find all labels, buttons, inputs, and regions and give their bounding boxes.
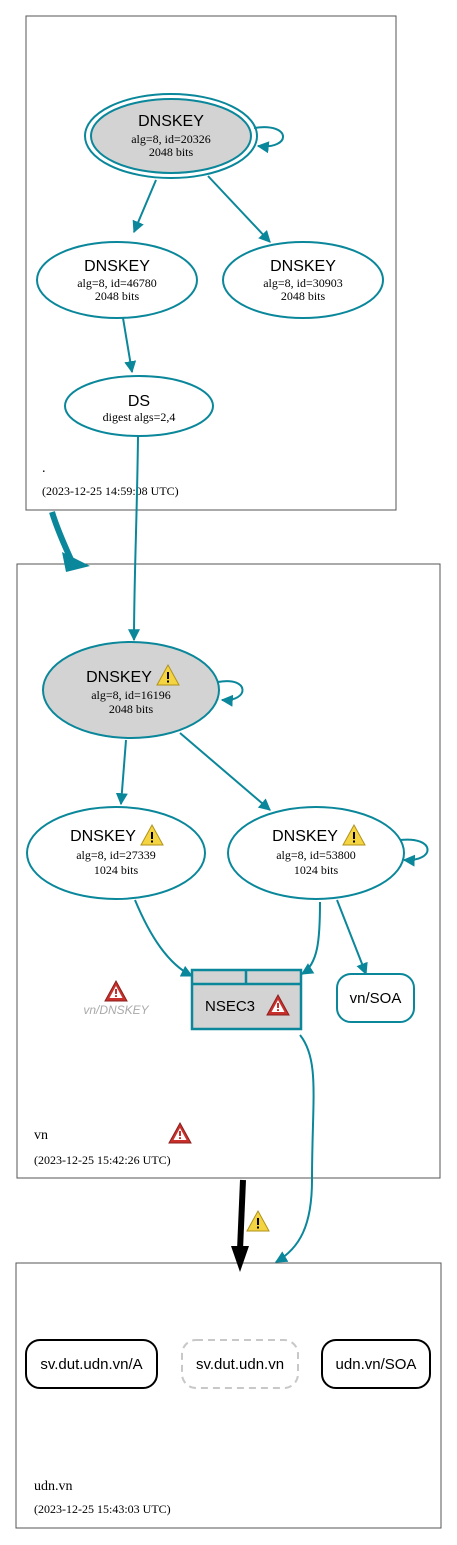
edge-vn-ksk-self [217,680,244,707]
edge-delegation-vn-udn [237,1179,246,1251]
edge-root-ksk-self [253,126,284,154]
node-vn-zsk1-line1: alg=8, id=27339 [76,848,156,862]
edge-vn-zsk1-nsec3 [134,899,194,977]
zone-udn-name: udn.vn [34,1479,73,1494]
node-root-zsk1-title: DNSKEY [84,258,150,275]
error-icon [168,1121,192,1144]
edge-vn-zsk2-nsec3 [300,901,321,975]
node-root-ksk[interactable]: DNSKEY alg=8, id=20326 2048 bits [84,93,258,179]
zone-vn-timestamp: (2023-12-25 15:42:26 UTC) [34,1153,171,1167]
edge-delegation-vn-udn-head [231,1246,249,1272]
edge-root-ksk-zsk2 [207,175,271,243]
node-root-ksk-line1: alg=8, id=20326 [131,132,211,146]
node-vn-zsk1[interactable]: DNSKEY alg=8, id=27339 1024 bits [26,806,206,900]
edges [49,126,429,1272]
edge-nsec3-udn [274,1034,315,1263]
warning-icon [246,1209,270,1232]
node-root-zsk1[interactable]: DNSKEY alg=8, id=46780 2048 bits [36,241,198,319]
node-vn-soa[interactable]: vn/SOA [336,973,415,1023]
node-vn-ksk[interactable]: DNSKEY alg=8, id=16196 2048 bits [42,641,220,739]
node-sv-a[interactable]: sv.dut.udn.vn/A [25,1339,158,1389]
node-root-ksk-title: DNSKEY [138,113,204,130]
node-vn-soa-label: vn/SOA [350,990,402,1007]
node-vn-zsk2-line2: 1024 bits [294,863,339,877]
edge-root-zsk1-ds [122,317,137,374]
edge-vn-zsk2-soa [336,899,368,976]
node-sv-name-label: sv.dut.udn.vn [196,1356,284,1373]
node-nsec3[interactable]: NSEC3 [190,968,303,1031]
node-vn-ksk-line1: alg=8, id=16196 [91,688,171,702]
edge-root-ksk-zsk1 [132,179,157,234]
zone-udn: udn.vn (2023-12-25 15:43:03 UTC) [15,1262,442,1529]
zone-root-timestamp: (2023-12-25 14:59:08 UTC) [42,484,179,498]
node-root-zsk1-line2: 2048 bits [95,289,140,303]
node-root-zsk2-line2: 2048 bits [281,289,326,303]
node-udn-soa[interactable]: udn.vn/SOA [321,1339,431,1389]
edge-vn-ksk-zsk2 [179,732,271,811]
node-root-zsk2[interactable]: DNSKEY alg=8, id=30903 2048 bits [222,241,384,319]
node-nsec3-label: NSEC3 [205,998,255,1015]
node-vn-ds-line1: digest algs=2,4 [103,410,176,424]
zone-root-name: . [42,461,46,476]
warning-icon [156,663,180,686]
node-root-ksk-line2: 2048 bits [149,145,194,159]
node-udn-soa-label: udn.vn/SOA [336,1356,417,1373]
edge-delegation-root-vn [49,511,75,564]
zone-vn-name: vn [34,1128,48,1143]
node-vn-zsk2-title: DNSKEY [272,828,338,845]
node-root-zsk2-title: DNSKEY [270,258,336,275]
node-vn-ds[interactable]: DS digest algs=2,4 [64,375,214,437]
warning-icon [140,823,164,846]
zone-root-border [25,15,397,511]
node-root-zsk2-line1: alg=8, id=30903 [263,276,343,290]
node-root-zsk1-line1: alg=8, id=46780 [77,276,157,290]
node-vn-ds-title: DS [128,393,150,410]
edge-vn-ksk-zsk1 [115,739,128,806]
zone-root: . (2023-12-25 14:59:08 UTC) [25,15,397,511]
zone-vn: vn (2023-12-25 15:42:26 UTC) [16,563,441,1179]
node-vn-dnskey-label: vn/DNSKEY [83,1003,149,1017]
zone-udn-timestamp: (2023-12-25 15:43:03 UTC) [34,1502,171,1516]
edge-ds-vn-ksk [128,435,141,642]
node-vn-ksk-line2: 2048 bits [109,702,154,716]
edge-vn-zsk2-self [399,838,429,867]
node-vn-zsk1-line2: 1024 bits [94,863,139,877]
edge-delegation-root-vn-head [62,552,90,572]
node-vn-zsk1-title: DNSKEY [70,828,136,845]
zone-udn-border [15,1262,442,1529]
warning-icon [342,823,366,846]
node-vn-dnskey-rrset[interactable]: vn/DNSKEY [83,979,150,1017]
node-vn-zsk2[interactable]: DNSKEY alg=8, id=53800 1024 bits [227,806,405,900]
error-icon [266,993,290,1016]
node-vn-zsk2-line1: alg=8, id=53800 [276,848,356,862]
zone-vn-border [16,563,441,1179]
node-sv-name[interactable]: sv.dut.udn.vn [181,1339,299,1389]
node-sv-a-label: sv.dut.udn.vn/A [40,1356,142,1373]
error-icon [104,979,128,1002]
node-vn-ksk-title: DNSKEY [86,669,152,686]
